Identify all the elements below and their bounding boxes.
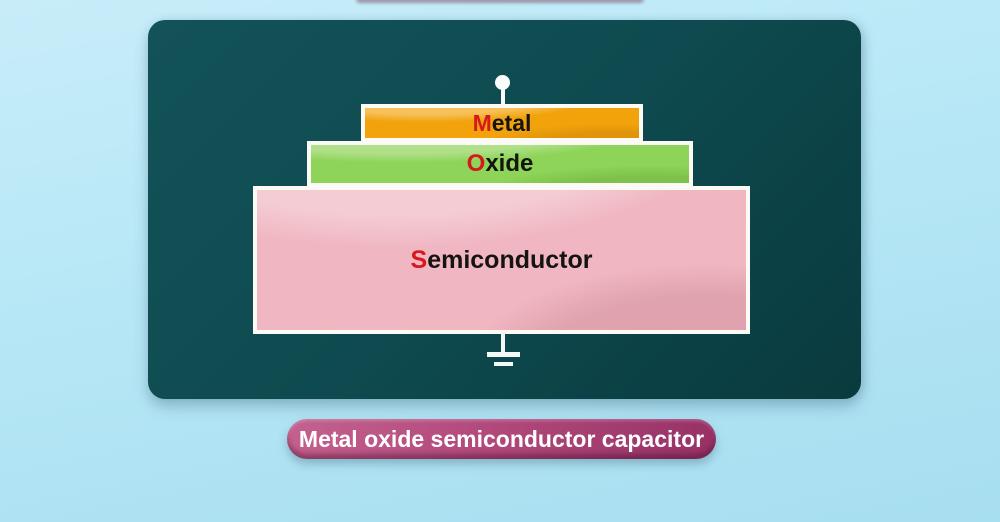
ground-stem <box>501 332 505 353</box>
oxide-first-letter: O <box>466 150 486 177</box>
layer-metal-label: Metal <box>473 110 532 137</box>
metal-rest-letters: etal <box>491 109 532 136</box>
layer-semiconductor: Semiconductor <box>253 186 750 334</box>
layer-semiconductor-label: Semiconductor <box>411 246 593 275</box>
semiconductor-rest-letters: emiconductor <box>427 245 593 274</box>
semiconductor-first-letter: S <box>410 245 428 274</box>
terminal-stem <box>501 87 505 105</box>
terminal-dot-icon <box>495 75 510 90</box>
layer-oxide-label: Oxide <box>467 150 534 178</box>
ground-symbol-icon <box>487 352 520 357</box>
metal-first-letter: M <box>472 109 492 136</box>
caption-pill: Metal oxide semiconductor capacitor <box>287 419 716 459</box>
caption-text: Metal oxide semiconductor capacitor <box>298 425 705 452</box>
oxide-rest-letters: xide <box>485 150 534 177</box>
top-element-cutoff-shadow <box>356 0 644 3</box>
layer-oxide: Oxide <box>307 141 693 187</box>
ground-symbol-icon-lower-bar <box>494 362 513 366</box>
layer-metal: Metal <box>361 104 643 142</box>
